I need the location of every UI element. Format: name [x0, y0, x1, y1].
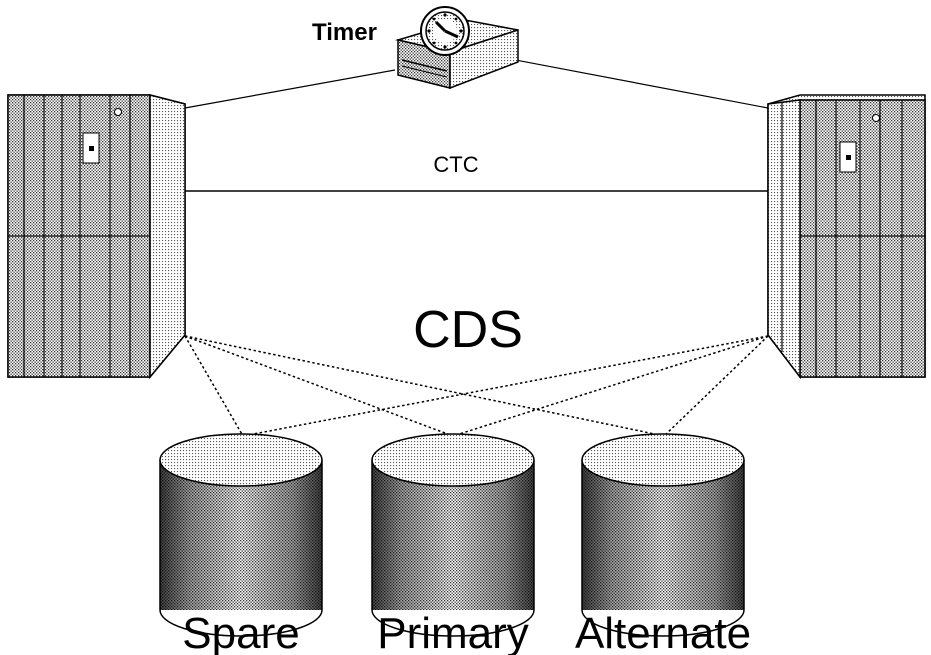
clock-icon: [420, 6, 470, 56]
cds-label: CDS: [413, 301, 523, 359]
disk-alternate: [581, 433, 745, 637]
timer-link-right: [504, 57, 769, 109]
timer-label: Timer: [312, 19, 377, 46]
ctc-label: CTC: [433, 152, 478, 177]
disk-label-primary: Primary: [377, 609, 529, 655]
cds-link-left-alternate: [184, 335, 665, 437]
timer-device: [395, 6, 519, 90]
cds-link-left-spare: [184, 335, 244, 437]
cds-link-right-primary: [452, 335, 769, 437]
disk-primary: [371, 433, 535, 637]
disk-spare: [159, 433, 323, 637]
connections: [184, 57, 769, 437]
processor-right: [767, 94, 926, 380]
timer-link-left: [184, 69, 396, 109]
processor-left: [7, 94, 186, 380]
disk-label-spare: Spare: [182, 609, 299, 655]
cds-link-right-spare: [242, 335, 769, 437]
disk-label-alternate: Alternate: [575, 609, 751, 655]
cds-link-right-alternate: [663, 335, 769, 437]
